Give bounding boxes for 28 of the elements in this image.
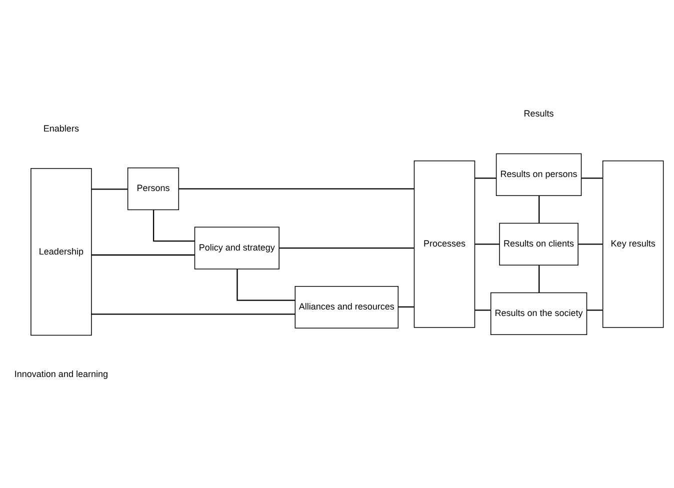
connector [92,254,195,256]
connector [398,306,414,308]
connector [474,177,496,178]
label: Enablers [43,122,79,133]
node-box: Results on clients [499,222,578,265]
label: Results [524,108,554,118]
label: Innovation and learning [14,368,108,379]
node-box: Results on the society [490,292,588,334]
connector [92,188,128,190]
node-box: Policy and strategy [194,226,280,269]
connector [538,195,540,223]
node-box: Processes [414,160,476,328]
node-box: Results on persons [496,152,582,196]
node-box: Key results [602,160,664,328]
node-box: Leadership [30,168,92,336]
connector [91,313,296,314]
connector [152,209,195,242]
connector [279,246,414,248]
connector [582,177,603,178]
node-box: Persons [127,167,180,210]
connector [538,264,540,292]
connector [474,309,491,310]
connector [578,243,603,244]
connector [474,243,500,244]
connector [236,268,296,300]
node-box: Alliances and resources [294,285,399,328]
connector [178,188,414,189]
connector [586,309,603,310]
